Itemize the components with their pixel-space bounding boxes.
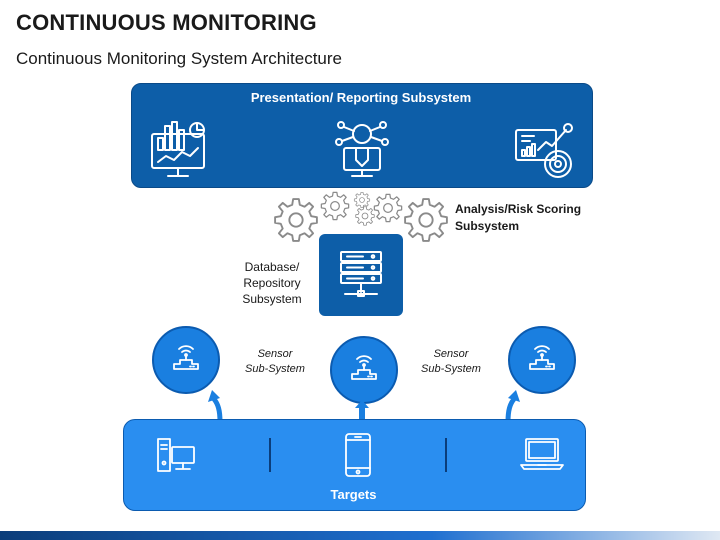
wireless-router-icon — [351, 355, 377, 380]
sensor-label-left-line1: Sensor — [257, 348, 293, 360]
analysis-label-line1: Analysis/Risk Scoring — [455, 202, 582, 216]
targets-divider-left — [269, 438, 271, 472]
targets-label: Targets — [330, 487, 377, 502]
wireless-router-icon — [529, 345, 555, 370]
targets-divider-right — [445, 438, 447, 472]
user-network-monitor-icon — [335, 121, 389, 177]
sensor-label-right: Sensor Sub-System — [406, 347, 496, 377]
arrow-right-curved — [505, 390, 520, 423]
arrow-center-up — [355, 400, 369, 420]
database-label-line2: Repository — [243, 276, 301, 290]
dashboard-monitor-icon — [151, 121, 205, 177]
analysis-label-line2: Subsystem — [455, 219, 520, 233]
analysis-subsystem-label: Analysis/Risk Scoring Subsystem — [455, 201, 581, 235]
presentation-subsystem-label: Presentation/ Reporting Subsystem — [250, 90, 472, 105]
sensor-label-left-line2: Sub-System — [245, 363, 305, 375]
bottom-accent-bar — [0, 531, 720, 540]
arrow-left-curved — [208, 390, 223, 423]
wireless-router-icon — [173, 345, 199, 370]
database-label-line3: Subsystem — [242, 292, 302, 306]
laptop-icon — [520, 438, 564, 470]
server-icon — [340, 251, 382, 297]
sensor-label-left: Sensor Sub-System — [230, 347, 320, 377]
report-target-icon — [515, 123, 573, 178]
database-subsystem-label: Database/ Repository Subsystem — [236, 259, 308, 307]
sensor-label-right-line2: Sub-System — [421, 363, 481, 375]
sensor-label-right-line1: Sensor — [433, 348, 469, 360]
page-title: CONTINUOUS MONITORING — [16, 10, 317, 35]
desktop-computer-icon — [157, 438, 195, 472]
page-subtitle: Continuous Monitoring System Architectur… — [16, 49, 342, 68]
database-label-line1: Database/ — [244, 260, 300, 274]
smartphone-icon — [345, 433, 371, 477]
